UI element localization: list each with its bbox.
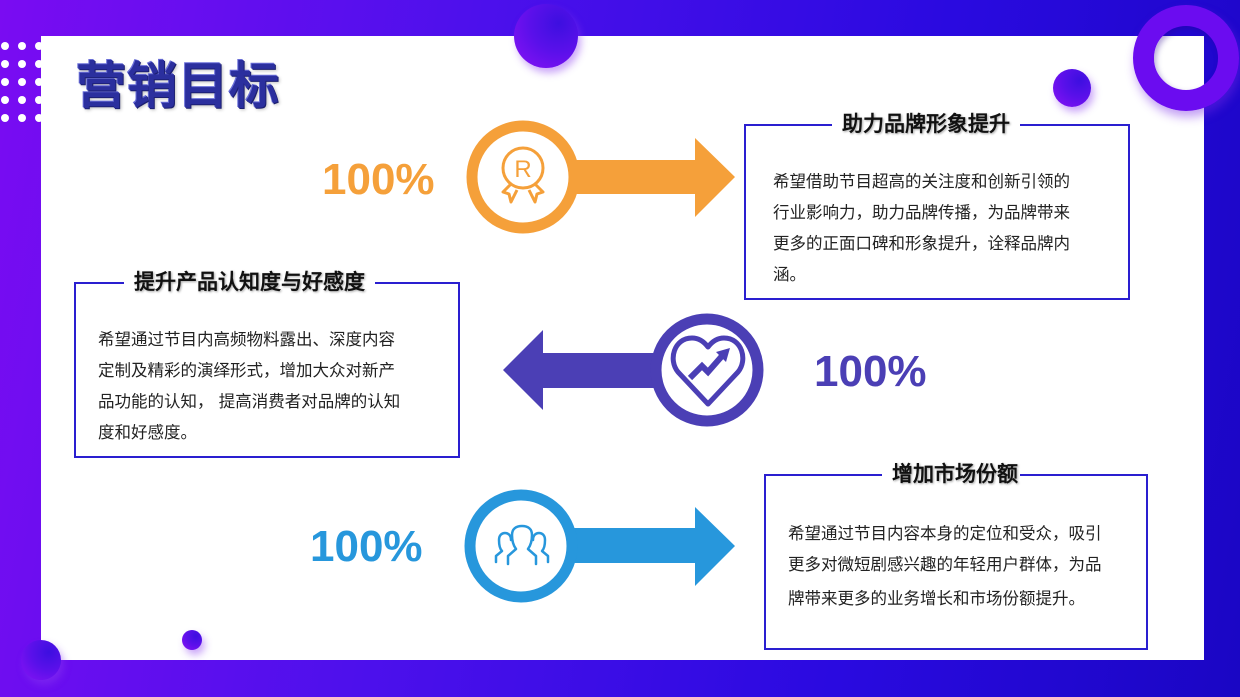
page-title: 营销目标 [76,57,280,115]
sphere-decoration-small-right [1053,69,1091,107]
dot-decoration [35,114,43,122]
sphere-decoration-bottom-small [182,630,202,650]
goal-1-description: 希望借助节目超高的关注度和创新引领的 行业影响力，助力品牌传播，为品牌带来 更多… [773,172,1070,284]
goal-1-percent: 100% [322,155,435,204]
goal-3-description: 希望通过节目内容本身的定位和受众，吸引 更多对微短剧感兴趣的年轻用户群体，为品 … [788,524,1102,608]
dot-decoration [1,96,9,104]
dot-decoration [35,60,43,68]
goal-2-card: 提升产品认知度与好感度 希望通过节目内高频物料露出、深度内容 定制及精彩的演绎形… [74,268,460,458]
dot-decoration [1,78,9,86]
dot-decoration [35,78,43,86]
svg-text:R: R [514,156,531,183]
people-group-icon [494,524,550,566]
sphere-decoration-top [514,4,578,68]
heart-trend-icon [670,335,746,407]
dot-decoration [18,78,26,86]
dot-decoration [18,42,26,50]
dot-decoration [18,114,26,122]
registered-badge-icon: R [501,146,545,204]
dot-decoration [1,60,9,68]
dot-decoration [35,96,43,104]
goal-2-description: 希望通过节目内高频物料露出、深度内容 定制及精彩的演绎形式，增加大众对新产 品功… [98,330,401,442]
goal-1-card: 助力品牌形象提升 希望借助节目超高的关注度和创新引领的 行业影响力，助力品牌传播… [744,110,1130,300]
dot-decoration [1,114,9,122]
dot-decoration [35,42,43,50]
goal-3-title: 增加市场份额 [882,460,1020,488]
goal-2-percent: 100% [814,347,927,396]
dot-decoration [18,96,26,104]
goal-2-title: 提升产品认知度与好感度 [124,268,375,296]
goal-1-title: 助力品牌形象提升 [832,110,1020,138]
dot-decoration [18,60,26,68]
goal-3-card: 增加市场份额 希望通过节目内容本身的定位和受众，吸引 更多对微短剧感兴趣的年轻用… [764,460,1148,650]
dot-decoration [1,42,9,50]
goal-3-percent: 100% [310,522,423,571]
sphere-decoration-bottom-left [21,640,61,680]
